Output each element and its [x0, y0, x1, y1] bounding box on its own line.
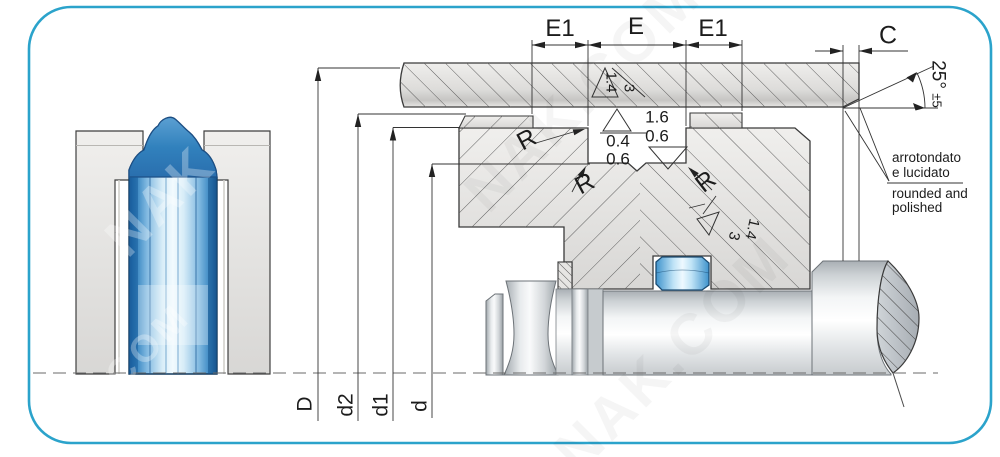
roughness-groove-left-icon [602, 108, 632, 132]
surface-finish-icons [591, 66, 720, 236]
note-italian-1: arrotondato [892, 150, 962, 165]
dim-D: D [293, 396, 317, 412]
angle-callout: 25° ±5 [927, 60, 949, 108]
finish-groove-left-2: 0.6 [606, 149, 630, 169]
dim-e1-right: E1 [698, 15, 728, 42]
finish-groove-right-2: 0.6 [645, 126, 669, 146]
rod-band-3 [587, 288, 604, 376]
housing-left-3d [75, 130, 144, 375]
rod-band-1 [555, 288, 573, 376]
angle-value: 25° [927, 60, 949, 89]
finish-groove-right-1: 1.6 [645, 107, 669, 127]
rod-barrel [503, 280, 559, 376]
dim-d: d [408, 400, 432, 412]
note-italian-2: e lucidato [892, 165, 950, 180]
note-english-1: rounded and [892, 186, 968, 201]
note-english-2: polished [892, 200, 943, 215]
roughness-groove-right-icon [647, 146, 689, 170]
dim-d2: d2 [334, 393, 358, 417]
dimension-lines [317, 40, 963, 421]
finish-side-2: 1.4 [741, 216, 763, 242]
dim-e1-left: E1 [545, 15, 575, 42]
dim-c: C [878, 21, 898, 50]
dim-d1: d1 [369, 393, 393, 417]
rod-collar [485, 293, 504, 376]
rod-band-2 [571, 288, 589, 376]
finish-bore-2: 3 [620, 83, 638, 93]
seal-3d-view [75, 116, 271, 375]
seal-3d-crown [128, 116, 218, 178]
dim-e: E [627, 13, 645, 40]
seal-section [655, 256, 710, 291]
roughness-groove-side-icon [696, 211, 720, 236]
finish-groove-left-1: 0.4 [606, 131, 630, 151]
rod-main [602, 290, 813, 376]
finish-bore-1: 1.4 [602, 71, 620, 93]
angle-tolerance: ±5 [929, 93, 945, 108]
frame-border [27, 5, 993, 445]
roughness-bore-icon [591, 66, 619, 98]
dimension-arrows [314, 41, 925, 178]
cross-section-view [399, 62, 920, 408]
